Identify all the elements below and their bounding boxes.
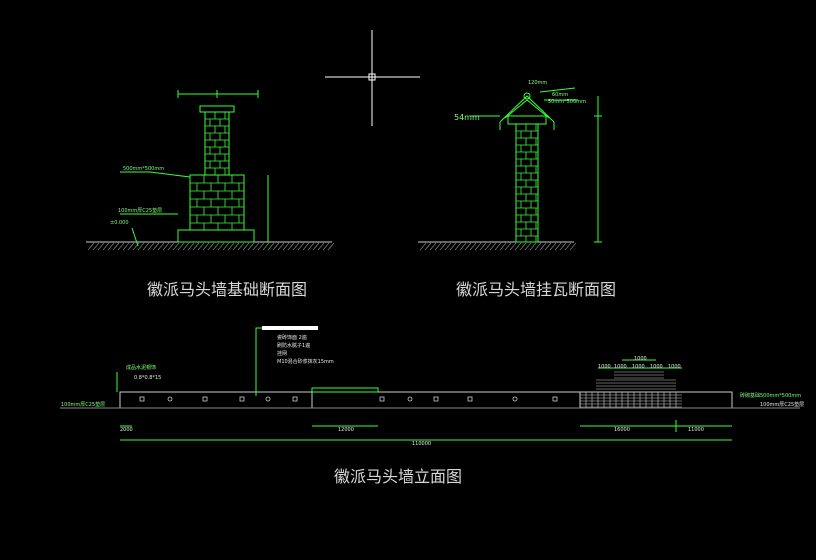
left-cushion-tag: 100mm厚C25垫层 [61,402,106,408]
cap-note-2: 0.8*0.8*15 [134,375,162,381]
foundation-brick-pattern [189,111,244,230]
eave-label-1: 60mm [552,92,569,98]
note-4: M10混合砂浆抹灰15mm [277,359,334,365]
tile-top-label: 120mm [528,80,548,86]
note-header-bar [262,326,318,330]
step-dim-2: 1000 [614,364,627,370]
note-2: 刷防水腻子1遍 [277,343,311,349]
step-dim-4: 1000 [650,364,663,370]
tile-section-title: 徽派马头墙挂瓦断面图 [456,280,617,299]
step-dim-1: 1000 [598,364,611,370]
right-footing-tag: 砖砌基础500mm*500mm [740,393,802,399]
top-dim: 1000 [634,356,647,362]
elevation-title: 徽派马头墙立面图 [334,467,463,486]
tile-section-drawing [418,87,602,251]
cushion-label: 100mm厚C25垫层 [118,208,163,214]
right-cushion-tag: 100mm厚C25垫层 [760,402,805,408]
eave-label-2: 50mm*500mm [548,99,586,105]
dim-right-1: 16000 [614,427,630,433]
step-dim-3: 1000 [632,364,645,370]
foundation-section-title: 徽派马头墙基础断面图 [147,280,308,299]
dim-right-2: 11000 [688,427,704,433]
dim-mid: 12000 [338,427,354,433]
tile-section-brick-pattern [515,123,538,242]
grade-label: ±0.000 [110,220,129,226]
tile-width-label: 54mm [454,113,480,122]
dim-left: 2000 [120,427,133,433]
dim-total: 110000 [412,441,432,447]
elevation-wall-openings [139,396,558,402]
crosshair-cursor [325,30,420,126]
elevation-drawing [60,327,800,441]
step-dim-5: 1000 [668,364,681,370]
note-3: 挂网 [277,351,288,357]
footing-label: 500mm*500mm [123,166,165,172]
note-1: 瓷砖饰面 2遍 [277,335,307,341]
cap-note-1: 成品水泥帽饰 [126,365,157,371]
